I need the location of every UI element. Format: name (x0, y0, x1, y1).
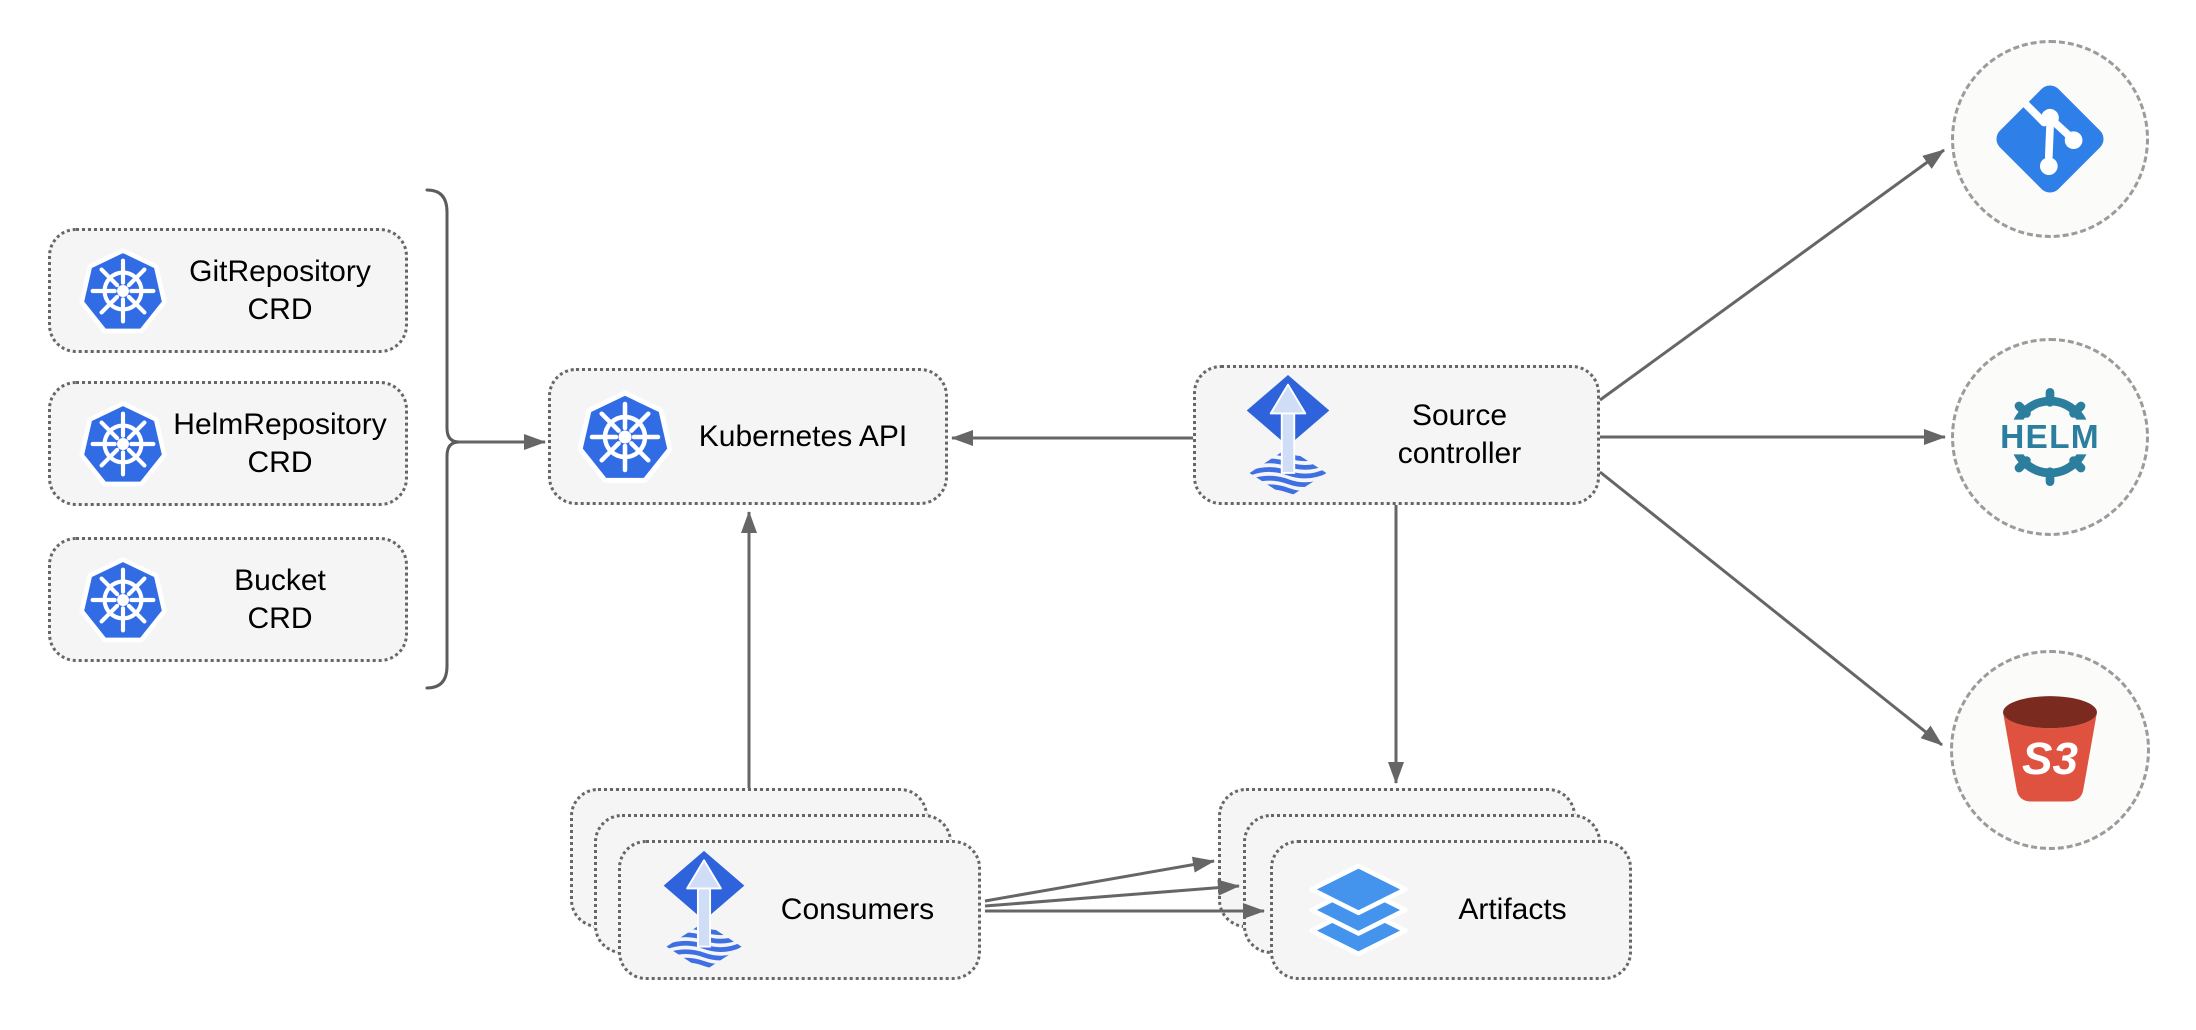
arrow-source-controller-to-s3 (1599, 470, 1943, 747)
endpoint-s3: S3 (1950, 650, 2150, 850)
arrow-consumers-to-artifacts-middle (984, 879, 1240, 908)
node-consumers: Consumers (618, 840, 981, 980)
node-label: Artifacts (1458, 893, 1567, 926)
kubernetes-icon (51, 554, 169, 646)
svg-text:S3: S3 (2022, 733, 2078, 784)
crd-group-brace (425, 188, 460, 690)
node-label: Kubernetes API (698, 419, 908, 453)
helm-icon: HELM (1992, 388, 2108, 486)
node-helmrepository-crd: HelmRepository CRD (48, 381, 408, 506)
node-label: Consumers (780, 893, 935, 926)
node-kubernetes-api: Kubernetes API (548, 368, 948, 505)
node-label: HelmRepository CRD (173, 407, 387, 479)
node-source-controller: Source controller (1193, 365, 1600, 505)
node-label: Bucket CRD (234, 563, 326, 635)
node-consumers-stack: Consumers (570, 788, 985, 983)
endpoint-helm: HELM (1951, 338, 2149, 536)
node-label: GitRepository CRD (189, 254, 371, 326)
arrow-consumers-to-artifacts-back (984, 856, 1215, 903)
node-artifacts-stack: Artifacts (1218, 788, 1633, 983)
flux-icon (621, 849, 751, 971)
node-artifacts: Artifacts (1270, 840, 1632, 980)
layers-icon (1273, 863, 1410, 957)
git-icon (1996, 85, 2104, 193)
kubernetes-icon (51, 245, 169, 337)
arrow-source-controller-to-git (1599, 148, 1945, 402)
kubernetes-icon (551, 387, 675, 487)
s3-icon: S3 (2003, 696, 2097, 802)
node-bucket-crd: Bucket CRD (48, 537, 408, 662)
node-gitrepository-crd: GitRepository CRD (48, 228, 408, 353)
node-label: Source controller (1397, 399, 1522, 470)
svg-text:HELM: HELM (2000, 419, 2100, 456)
kubernetes-icon (51, 398, 169, 490)
endpoint-git (1951, 40, 2149, 238)
flux-icon (1196, 373, 1336, 498)
